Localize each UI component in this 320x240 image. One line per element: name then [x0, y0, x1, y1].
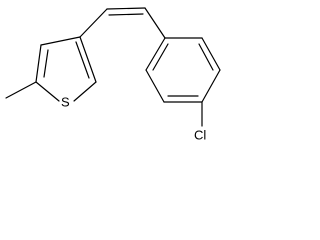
molecule-drawing: S Cl — [5, 7, 221, 142]
vinyl-bond-ring-side — [79, 8, 108, 38]
benzene-bond-1 — [145, 37, 166, 71]
benzene-double-bond-inner-3 — [198, 43, 214, 71]
benzene-bond-2 — [145, 69, 165, 103]
thiophene-bond-c2-c3 — [79, 36, 97, 83]
vinyl-double-bond-inner — [108, 13, 144, 16]
thiophene-double-bond-c2-c3-inner — [75, 41, 90, 79]
vinyl-double-bond — [106, 7, 146, 10]
thiophene-double-bond-c4-c5-inner — [43, 49, 49, 78]
thiophene-bond-c3-c4 — [40, 36, 81, 46]
benzene-bond-5 — [201, 37, 221, 71]
thiophene-bond-c5-s — [35, 81, 60, 102]
benzene-bond-4 — [201, 69, 221, 103]
methyl-bond — [5, 81, 37, 99]
benzene-double-bond-inner-1 — [152, 43, 169, 71]
chlorine-atom-label: Cl — [194, 127, 206, 142]
structure-diagram: S Cl — [0, 0, 238, 149]
vinyl-bond-phenyl-side — [144, 7, 166, 39]
thiophene-bond-c4-c5 — [35, 44, 42, 83]
thiophene-bond-s-c2 — [73, 81, 97, 102]
sulfur-atom-label: S — [61, 94, 70, 109]
